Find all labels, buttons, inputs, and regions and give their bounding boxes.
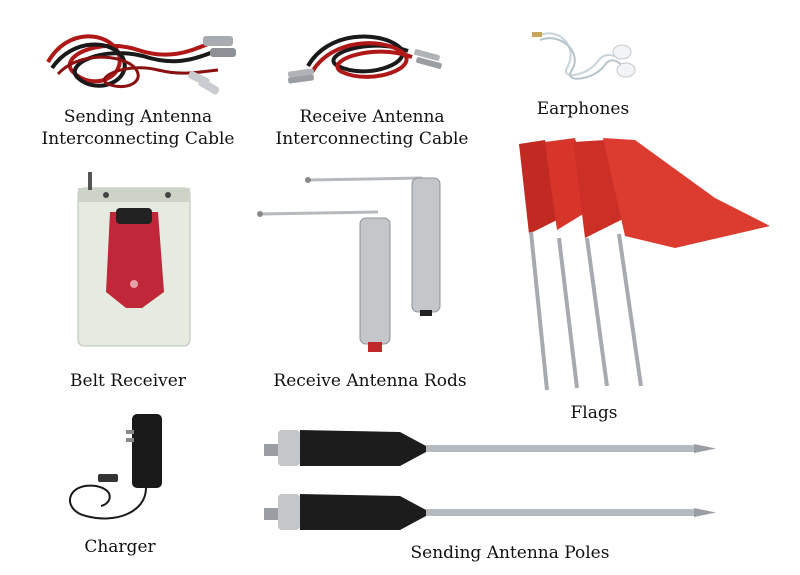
belt-receiver-image [77,172,191,347]
sending-antenna-cable-label-line2: Interconnecting Cable [41,129,235,149]
receive-antenna-cable-label-line1: Receive Antenna [299,107,445,127]
charger-image [69,414,162,520]
belt-receiver-label: Belt Receiver [70,371,186,391]
sending-antenna-poles-image [264,430,716,530]
receive-antenna-rods-image [257,176,441,352]
flags-image [519,138,770,391]
sending-antenna-poles-label: Sending Antenna Poles [410,543,610,563]
earphones-label: Earphones [536,99,630,119]
earphones-image [532,32,636,80]
sending-antenna-cable-image [46,34,236,95]
receive-antenna-cable-image [287,34,442,84]
receive-antenna-rods-label: Receive Antenna Rods [273,371,467,391]
charger-label: Charger [84,537,156,557]
flags-label: Flags [570,403,618,423]
sending-antenna-cable-label-line1: Sending Antenna [63,107,213,127]
receive-antenna-cable-label-line2: Interconnecting Cable [275,129,469,149]
